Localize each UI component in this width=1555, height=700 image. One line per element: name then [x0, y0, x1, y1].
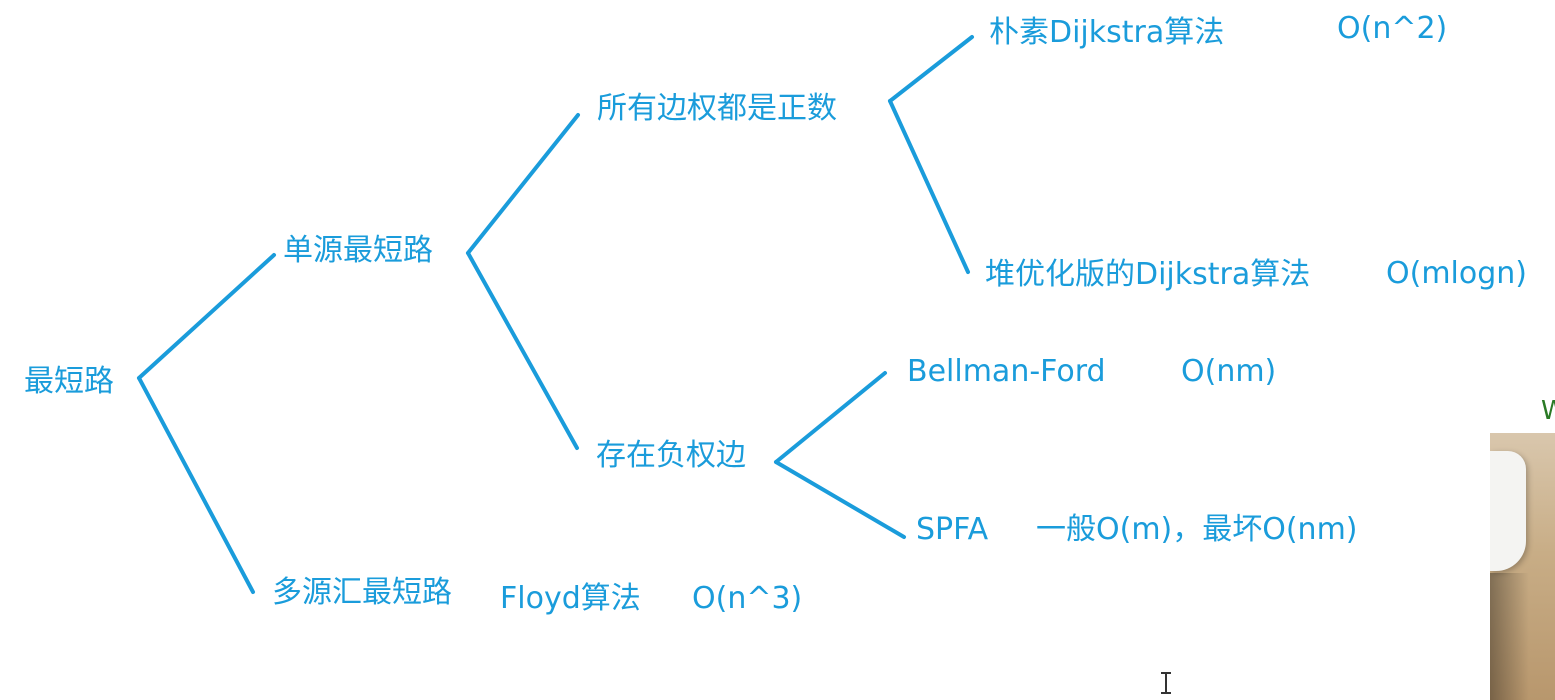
node-naive-dijkstra: 朴素Dijkstra算法	[989, 15, 1225, 50]
node-floyd: Floyd算法	[500, 581, 641, 616]
node-heap-optimized-dijkstra: 堆优化版的Dijkstra算法	[985, 257, 1311, 292]
naive-dijkstra-complexity: O(n^2)	[1337, 11, 1448, 46]
bellman-ford-complexity: O(nm)	[1181, 354, 1277, 389]
edge-negative-edges-bellman-ford	[774, 371, 887, 464]
webcam-overlay	[1490, 433, 1555, 700]
edge-root-multi-source	[137, 376, 255, 594]
node-negative-weight-edges: 存在负权边	[596, 438, 746, 473]
edge-root-single-source	[137, 253, 276, 380]
edge-single-source-negative-edges	[466, 251, 579, 450]
text-cursor-icon	[1160, 672, 1172, 694]
edge-single-source-all-positive	[466, 113, 580, 255]
heap-dijkstra-complexity: O(mlogn)	[1386, 256, 1527, 291]
edge-all-positive-heap-dijkstra	[888, 99, 970, 274]
edge-negative-edges-spfa	[774, 460, 906, 539]
edge-all-positive-naive-dijkstra	[888, 35, 974, 103]
spfa-complexity: 一般O(m)，最坏O(nm)	[1036, 512, 1358, 547]
node-all-positive-weights: 所有边权都是正数	[597, 91, 837, 126]
floyd-complexity: O(n^3)	[692, 581, 803, 616]
node-multi-source-shortest-path: 多源汇最短路	[272, 575, 452, 610]
node-bellman-ford: Bellman-Ford	[907, 354, 1106, 389]
node-shortest-path: 最短路	[24, 364, 114, 399]
node-single-source-shortest-path: 单源最短路	[283, 233, 433, 268]
webcam-edge-letter: W	[1541, 396, 1555, 426]
node-spfa: SPFA	[916, 512, 989, 547]
webcam-towel	[1490, 451, 1526, 571]
webcam-shade	[1490, 573, 1555, 700]
